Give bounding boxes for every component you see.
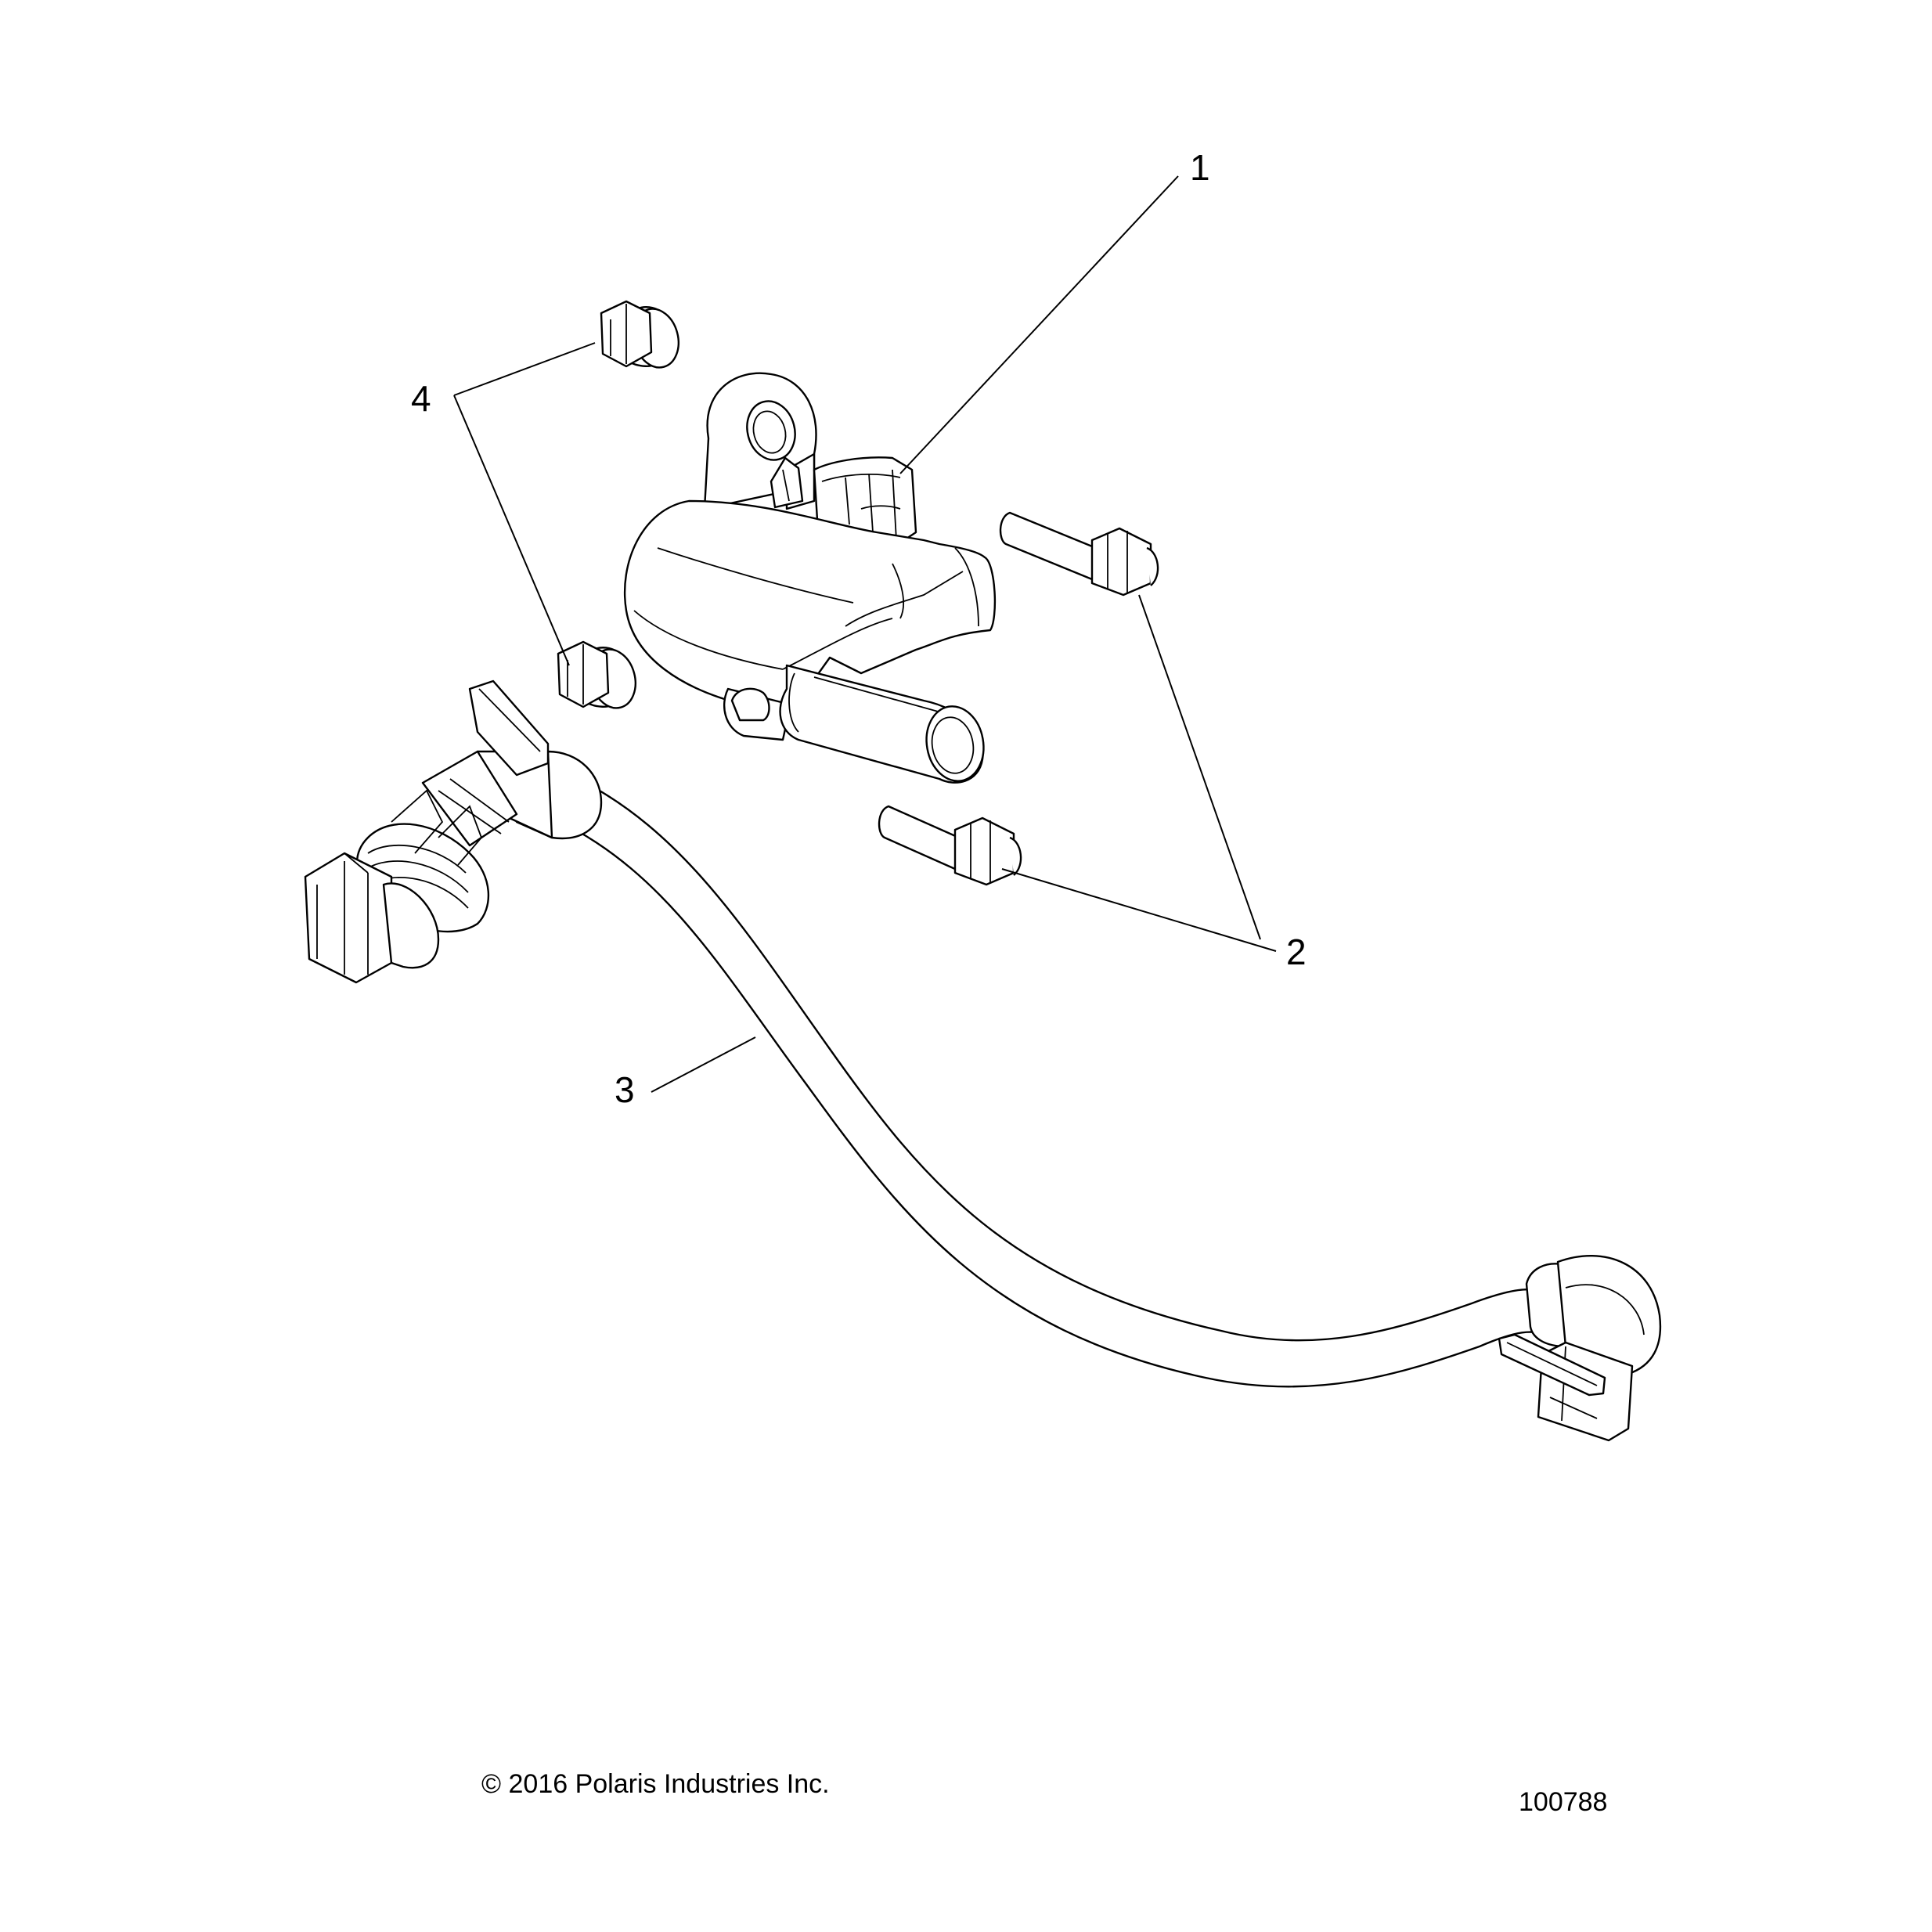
leader-1: [899, 175, 1179, 474]
bolt-lower: [878, 805, 1022, 886]
leader-2b: [1001, 868, 1277, 952]
leader-4a: [453, 342, 596, 396]
ignition-lead-part: [304, 679, 1662, 1442]
leader-2a: [1138, 594, 1261, 940]
flange-nut-lower: [557, 640, 636, 709]
callout-2: 2: [1286, 932, 1307, 972]
bolt-upper: [999, 511, 1159, 597]
leader-lines: [453, 175, 1277, 1093]
spark-plug-boot: [304, 679, 603, 984]
figure-id: 100788: [1519, 1787, 1607, 1817]
callout-4: 4: [411, 378, 431, 419]
coil-end-connector: [1498, 1255, 1662, 1442]
flange-nut-upper: [600, 300, 679, 369]
leader-4b: [453, 395, 570, 666]
ignition-coil-part: [623, 372, 997, 784]
callout-3: 3: [615, 1069, 635, 1110]
leader-3: [651, 1036, 756, 1093]
copyright-notice: © 2016 Polaris Industries Inc.: [481, 1769, 830, 1799]
callout-1: 1: [1190, 147, 1210, 188]
